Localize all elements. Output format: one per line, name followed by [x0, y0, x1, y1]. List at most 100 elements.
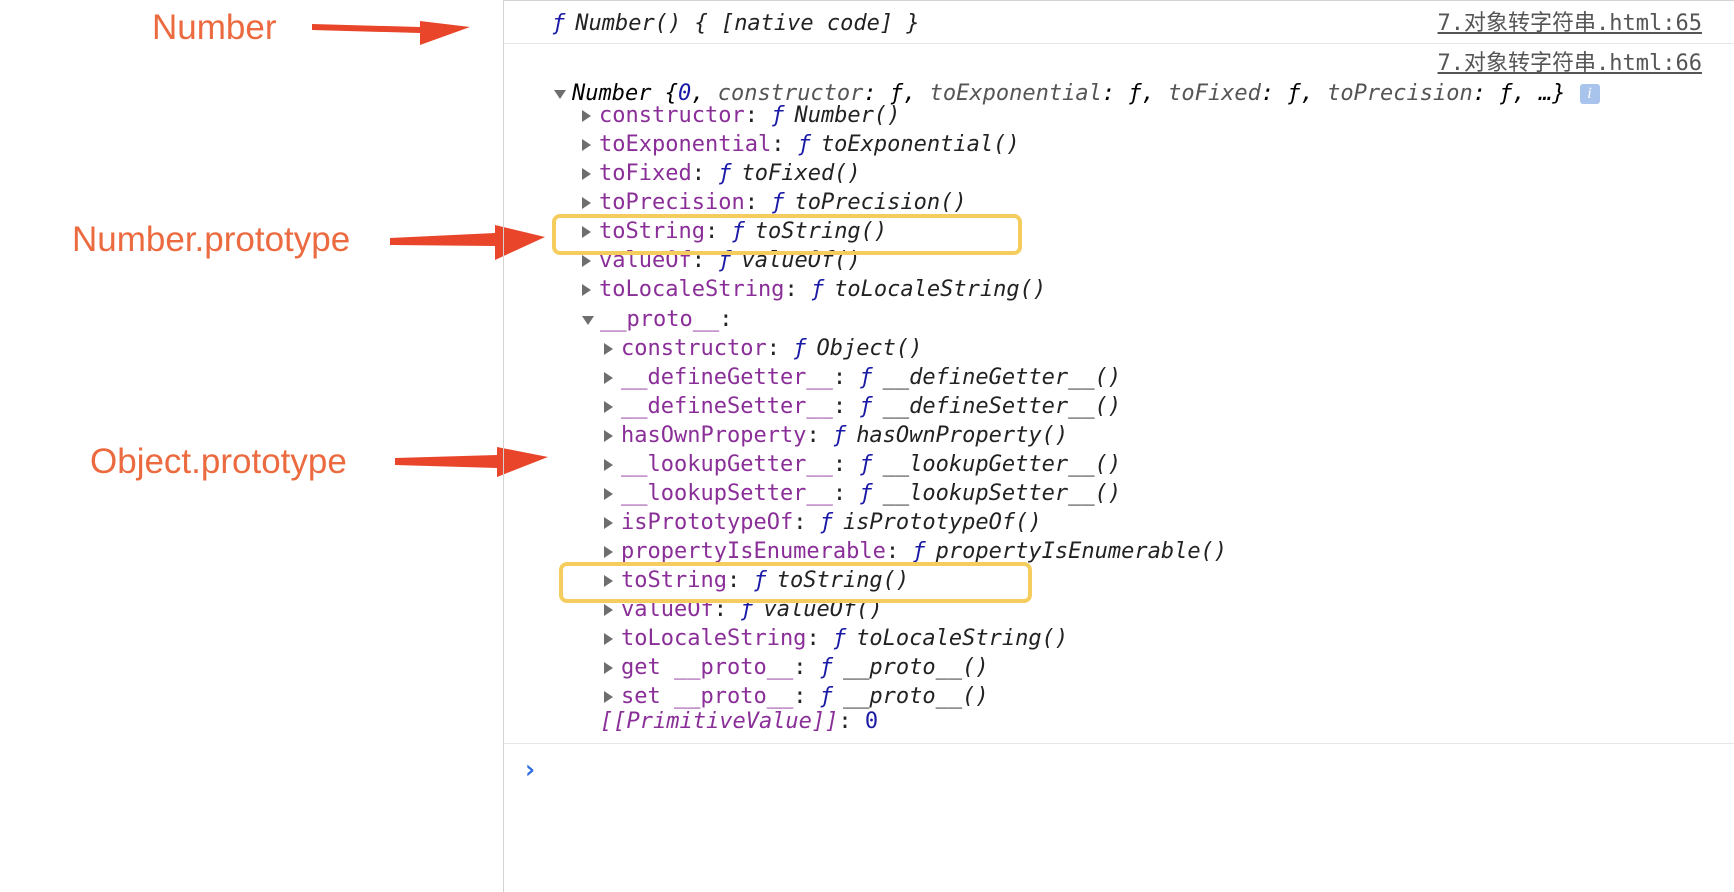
log-text: Number() { [native code] } [575, 11, 920, 36]
function-icon: ƒ [819, 510, 833, 535]
property-key: constructor [621, 336, 767, 361]
property-key: toLocaleString [599, 277, 785, 302]
prompt-separator [504, 743, 1734, 744]
property-key: toExponential [599, 132, 772, 157]
property-key: hasOwnProperty [621, 423, 807, 448]
property-entry[interactable]: __defineGetter__: ƒ__defineGetter__() [604, 363, 1121, 393]
expand-triangle-icon[interactable] [604, 459, 613, 471]
property-value: __proto__() [842, 655, 989, 680]
property-value: Number() [794, 103, 901, 128]
expand-triangle-icon[interactable] [604, 546, 613, 558]
property-key: toFixed [599, 161, 692, 186]
property-value: __defineSetter__() [882, 394, 1122, 419]
primitive-key: [[PrimitiveValue]] [600, 709, 839, 734]
property-key: constructor [599, 103, 745, 128]
expand-triangle-icon[interactable] [582, 255, 591, 267]
function-icon: ƒ [832, 626, 847, 651]
function-icon: ƒ [819, 684, 833, 709]
expand-triangle-icon[interactable] [604, 662, 613, 674]
expand-triangle-icon[interactable] [604, 372, 613, 384]
annotation-object-prototype: Object.prototype [90, 442, 347, 481]
property-key: __lookupGetter__ [621, 452, 833, 477]
proto-entry[interactable]: __proto__: [582, 305, 732, 335]
expand-triangle-icon[interactable] [582, 139, 591, 151]
property-entry[interactable]: set __proto__: ƒ__proto__() [604, 682, 989, 712]
expand-triangle-icon[interactable] [604, 517, 613, 529]
function-icon: ƒ [859, 452, 873, 477]
primitive-value: 0 [864, 709, 879, 734]
function-icon: ƒ [753, 568, 767, 593]
function-icon: ƒ [740, 597, 754, 622]
property-key: get __proto__ [621, 655, 794, 680]
property-key: toString [621, 568, 727, 593]
function-icon: ƒ [859, 365, 873, 390]
property-entry[interactable]: __lookupSetter__: ƒ__lookupSetter__() [604, 479, 1121, 509]
function-icon: ƒ [771, 103, 785, 128]
summary-key-toexponential: toExponential [929, 81, 1102, 106]
property-entry[interactable]: __defineSetter__: ƒ__defineSetter__() [604, 392, 1121, 422]
proto-key: __proto__ [600, 307, 720, 332]
expand-triangle-icon[interactable] [604, 430, 613, 442]
property-value: toFixed() [741, 161, 861, 186]
property-key: __lookupSetter__ [621, 481, 833, 506]
expand-triangle-icon[interactable] [582, 315, 594, 325]
property-value: propertyIsEnumerable() [935, 539, 1228, 564]
arrow-number-icon [312, 21, 470, 45]
property-value: hasOwnProperty() [856, 423, 1069, 448]
property-key: toPrecision [599, 190, 745, 215]
expand-triangle-icon[interactable] [604, 575, 613, 587]
property-entry[interactable]: __lookupGetter__: ƒ__lookupGetter__() [604, 450, 1121, 480]
expand-triangle-icon[interactable] [582, 168, 591, 180]
summary-head: Number { [572, 81, 678, 106]
property-value: toString() [754, 219, 888, 244]
expand-triangle-icon[interactable] [604, 691, 613, 703]
source-link-66[interactable]: 7.对象转字符串.html:66 [1437, 51, 1702, 76]
summary-f4: ƒ [1499, 81, 1513, 106]
expand-triangle-icon[interactable] [604, 604, 613, 616]
property-entry[interactable]: get __proto__: ƒ__proto__() [604, 653, 989, 683]
source-link-65[interactable]: 7.对象转字符串.html:65 [1437, 11, 1702, 36]
expand-triangle-icon[interactable] [604, 343, 613, 355]
highlight-box-number-tostring [552, 214, 1022, 255]
function-icon: ƒ [819, 655, 833, 680]
highlight-box-object-tostring [559, 562, 1032, 603]
summary-sep: , [691, 81, 718, 106]
property-key: propertyIsEnumerable [621, 539, 886, 564]
expand-triangle-icon[interactable] [582, 197, 591, 209]
expand-triangle-icon[interactable] [582, 284, 591, 296]
info-icon[interactable]: i [1579, 84, 1600, 104]
expand-triangle-icon[interactable] [554, 89, 566, 99]
property-value: toString() [776, 568, 910, 593]
object-summary[interactable]: Number {0, constructor: ƒ, toExponential… [554, 79, 1600, 109]
function-icon: ƒ [859, 394, 873, 419]
expand-triangle-icon[interactable] [582, 110, 591, 122]
property-value: Object() [816, 336, 923, 361]
property-value: __lookupSetter__() [882, 481, 1122, 506]
function-icon: ƒ [731, 219, 745, 244]
console-prompt-icon[interactable]: › [522, 755, 538, 785]
summary-key-tofixed: toFixed [1168, 81, 1261, 106]
summary-key-toprecision: toPrecision [1327, 81, 1473, 106]
property-value: __proto__() [842, 684, 989, 709]
property-value: __lookupGetter__() [882, 452, 1122, 477]
summary-f3: ƒ [1287, 81, 1301, 106]
expand-triangle-icon[interactable] [604, 488, 613, 500]
expand-triangle-icon[interactable] [604, 633, 613, 645]
property-value: toLocaleString() [834, 277, 1047, 302]
expand-triangle-icon[interactable] [582, 226, 591, 238]
summary-f1: ƒ [889, 81, 904, 106]
expand-triangle-icon[interactable] [604, 401, 613, 413]
